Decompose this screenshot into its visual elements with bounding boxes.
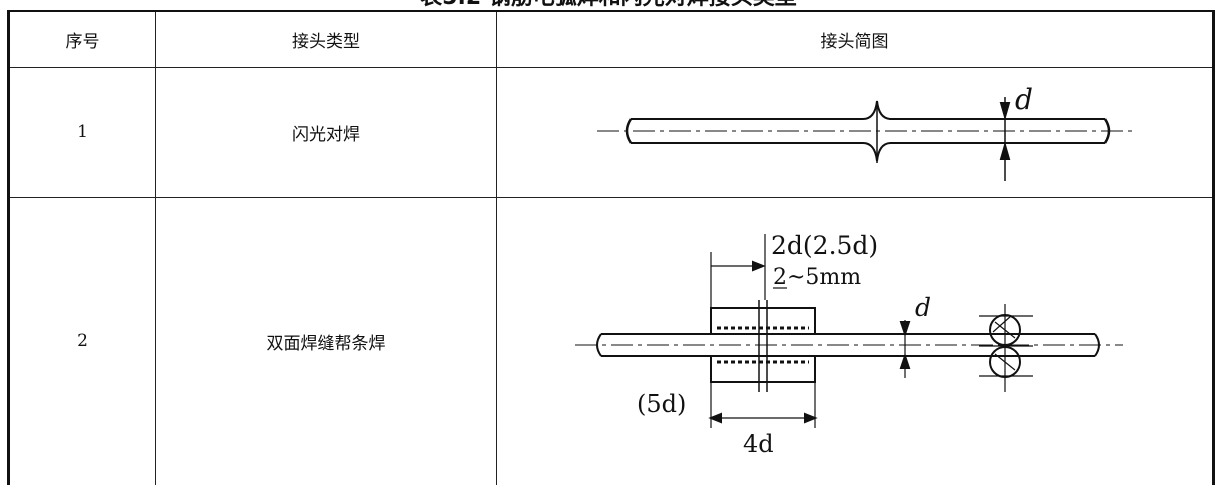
table-caption: 表5.2 钢筋电弧焊和闪光对焊接头类型 [0,0,1217,10]
table-header-row: 序号 接头类型 接头简图 [7,10,1215,68]
diameter-label: d [915,293,931,322]
row-number: 2 [7,196,156,485]
double-side-strip-weld-diagram: 2d(2.5d) 2~5mm d (5d) 4d [574,231,1123,458]
strip-length-label: 4d [743,430,774,458]
flash-butt-weld-diagram: d [596,83,1135,181]
header-no: 序号 [7,10,156,68]
table-row: 2 双面焊缝帮条焊 [7,196,1215,485]
joint-type: 闪光对焊 [155,66,497,198]
caption-strip: 表5.2 钢筋电弧焊和闪光对焊接头类型 [0,0,1217,10]
joint-types-table: 序号 接头类型 接头简图 1 闪光对焊 [7,10,1215,485]
gap-label: 2~5mm [773,265,861,290]
header-type: 接头类型 [155,10,497,68]
diagram-cell: d [496,66,1215,198]
header-diagram: 接头简图 [496,10,1215,68]
joint-type: 双面焊缝帮条焊 [155,196,497,485]
weld-length-label: 2d(2.5d) [771,231,878,260]
diagram-cell: 2d(2.5d) 2~5mm d (5d) 4d [496,196,1215,485]
table-row: 1 闪光对焊 d [7,66,1215,198]
row-number: 1 [7,66,156,198]
diameter-label: d [1015,83,1033,116]
alt-weld-label: (5d) [637,390,686,418]
